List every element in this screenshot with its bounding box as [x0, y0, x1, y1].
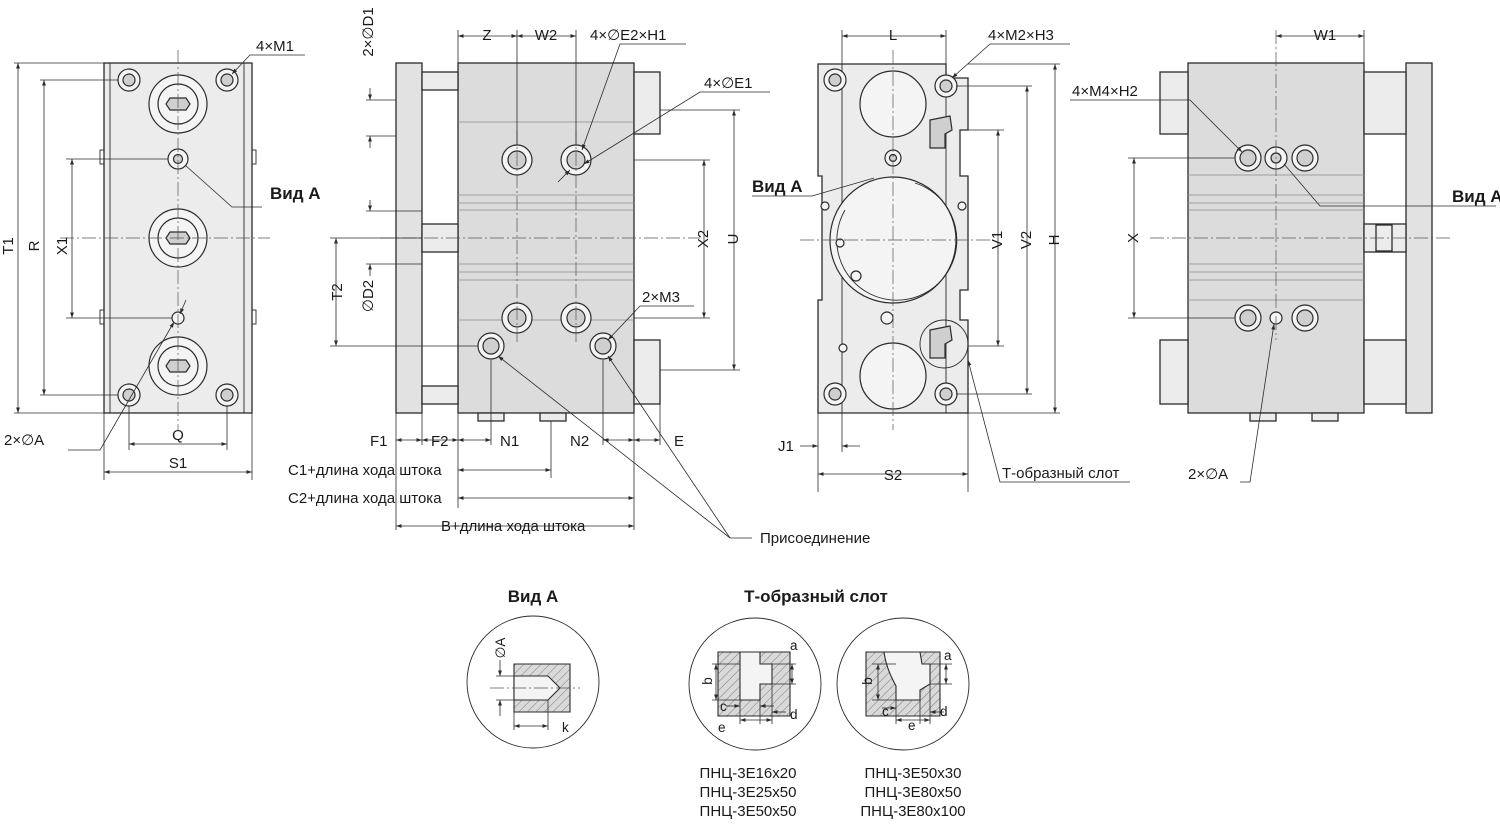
view-left-end: 4×M1 Вид A T1 R X1 2×∅A Q S1 [0, 38, 321, 480]
label-f1: F1 [370, 433, 388, 450]
model-right-3: ПНЦ-3Е80х100 [860, 803, 965, 820]
detail-vid-a-title: Вид A [508, 587, 559, 606]
label-m4h2: 4×M4×H2 [1072, 83, 1138, 100]
detail-da: ∅A [493, 638, 508, 659]
label-t-slot-1: Т-образный слот [1002, 465, 1120, 482]
t1-c: c [720, 699, 727, 714]
model-right-2: ПНЦ-3Е80х50 [865, 784, 962, 801]
label-t2: T2 [329, 283, 346, 301]
label-r: R [26, 240, 43, 251]
label-w2: W2 [535, 27, 558, 44]
label-f2: F2 [431, 433, 449, 450]
label-n2: N2 [570, 433, 589, 450]
label-2a-4: 2×∅A [1188, 466, 1228, 483]
label-prisoedinenie: Присоединение [760, 530, 870, 547]
t-slot-variant-1: a b c d e [688, 617, 822, 751]
label-v1: V1 [989, 231, 1006, 249]
label-u: U [725, 234, 742, 245]
t2-d: d [940, 704, 948, 719]
t-slot-variant-2: a b c d e [836, 617, 970, 751]
label-vid-a-3: Вид A [752, 177, 803, 196]
t1-e: e [718, 720, 726, 735]
label-w1: W1 [1314, 27, 1337, 44]
t1-b: b [700, 677, 715, 685]
label-s2: S2 [884, 467, 902, 484]
label-c2: C2+длина хода штока [288, 490, 442, 507]
detail-k: k [562, 720, 569, 735]
t2-b: b [860, 677, 875, 685]
label-e: E [674, 433, 684, 450]
model-left-1: ПНЦ-3Е16х20 [700, 765, 797, 782]
t2-e: e [908, 718, 916, 733]
label-m3: 2×M3 [642, 289, 680, 306]
label-vid-a-1: Вид A [270, 184, 321, 203]
detail-vid-a: Вид A ∅A k [466, 587, 600, 749]
label-q: Q [172, 427, 184, 444]
label-n1: N1 [500, 433, 519, 450]
label-x1: X1 [54, 237, 71, 255]
label-2a-1: 2×∅A [4, 432, 44, 449]
label-z: Z [482, 27, 491, 44]
label-l: L [889, 27, 897, 44]
t1-d: d [790, 707, 798, 722]
detail-t-slot-title: Т-образный слот [744, 587, 888, 606]
view-side: 2×∅D1 Z W2 4×∅E2×H1 4×∅E1 X2 U T2 ∅D2 2×… [288, 7, 870, 547]
model-left-3: ПНЦ-3Е50х50 [700, 803, 797, 820]
label-x: X [1125, 233, 1142, 243]
t2-a: a [944, 648, 952, 663]
label-e2h1: 4×∅E2×H1 [590, 27, 666, 44]
model-left-2: ПНЦ-3Е25х50 [700, 784, 797, 801]
detail-t-slot: Т-образный слот a b c d e [688, 587, 970, 820]
label-x2: X2 [695, 230, 712, 248]
label-d2: ∅D2 [360, 280, 377, 312]
model-right-1: ПНЦ-3Е50х30 [865, 765, 962, 782]
label-2d1: 2×∅D1 [360, 7, 377, 56]
view-side-opposite: W1 4×M4×H2 Вид A X 2×∅A [1070, 27, 1500, 483]
label-v2: V2 [1018, 231, 1035, 249]
view-rear-end: L 4×M2×H3 Вид A V1 V2 H J1 S2 Т-образный… [752, 27, 1130, 492]
label-c1: C1+длина хода штока [288, 462, 442, 479]
label-e1: 4×∅E1 [704, 75, 753, 92]
label-b: B+длина хода штока [441, 518, 586, 535]
label-m1: 4×M1 [256, 38, 294, 55]
t1-a: a [790, 638, 798, 653]
t2-c: c [882, 704, 889, 719]
label-m2h3: 4×M2×H3 [988, 27, 1054, 44]
label-s1: S1 [169, 455, 187, 472]
label-h: H [1046, 235, 1063, 246]
label-j1: J1 [778, 438, 794, 455]
label-t1: T1 [0, 237, 17, 255]
label-vid-a-4: Вид A [1452, 187, 1500, 206]
